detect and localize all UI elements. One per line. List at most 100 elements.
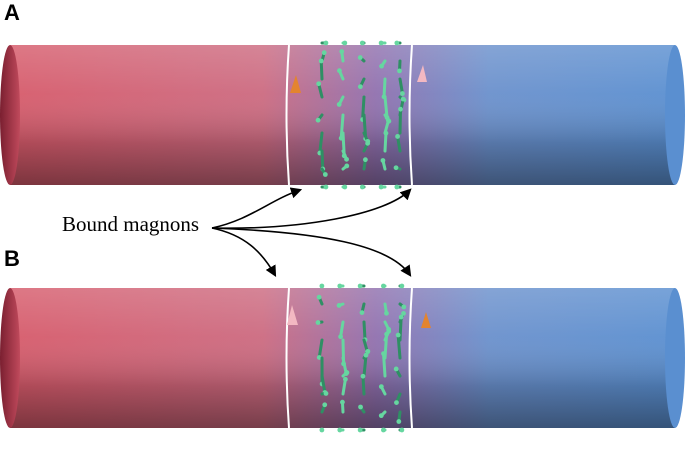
magnon-arrow-tip [315,117,321,123]
magnon-arrow-tip [337,283,343,289]
magnon-arrow-tip [359,40,365,46]
cylinder-a-end-cap [0,45,20,185]
magnon-arrow-tip [344,370,350,375]
magnon-arrow-tip [399,427,405,433]
magnon-arrow-tip [380,283,386,289]
magnon-arrow-tip [379,63,384,69]
magnon-arrow-tip [378,384,384,390]
cylinder-a-rings [285,44,427,186]
magnon-arrow-tip [400,91,405,96]
magnon-arrow-tip [401,310,406,316]
magnon-arrow-tip [380,427,386,433]
magnon-arrow-tip [340,399,345,405]
cone-a-left [290,75,301,93]
magnon-arrow-tip [378,40,384,46]
magnon-arrow-tip [365,140,371,146]
magnon-arrows-b [315,283,407,433]
magnon-arrow [318,131,324,155]
magnon-arrow-tip [322,402,328,408]
magnon-arrow-tip [395,332,401,338]
magnon-arrow [320,149,325,171]
magnon-arrow-tip [357,55,363,60]
magnon-arrow-tip [398,106,403,112]
magnon-arrow [382,77,387,99]
magnon-arrow-tip [384,310,389,316]
magnon-arrow-tip [344,156,349,162]
magnon-arrow-tip [359,310,365,315]
magnon-arrow-tip [319,427,325,433]
magnon-arrow-tip [363,352,369,358]
magnon-arrow-tip [344,163,350,169]
magnon-arrow-tip [315,320,321,325]
magnon-arrow-tip [342,40,348,46]
magnon-arrow [320,374,327,394]
magnon-arrow [317,338,324,359]
magnon-arrow-tip [357,84,363,90]
cone-a-right [417,65,427,82]
magnon-arrow-tip [362,157,368,163]
magnon-arrow-tip [393,366,399,372]
magnon-arrow-tip [323,184,329,190]
magnon-arrow-tip [395,134,400,139]
magnon-arrow-tip [342,376,348,382]
cone-b-left [287,305,298,325]
cone-b-right [421,312,431,328]
magnon-arrow-tip [360,373,366,379]
callout-arrow-a-right [211,188,412,229]
magnon-arrow-tip [323,40,329,46]
magnon-arrow-tip [316,355,322,360]
magnon-arrow-tip [338,334,344,340]
magnon-arrow-tip [322,172,328,177]
magnon-arrow [362,353,368,378]
magnon-arrow-tip [321,50,327,56]
panel-label-b: B [4,246,20,271]
magnon-arrow-tip [394,400,399,406]
magnon-arrow-tip [339,49,345,54]
ring-b-right [408,287,413,429]
magnon-arrow-tip [357,283,363,289]
magnon-arrow-tip [336,102,342,107]
magnon-arrow-tip [394,40,400,46]
magnon-arrow [398,315,403,342]
magnon-arrows-a [315,40,407,190]
magnon-arrow [382,352,387,378]
magnon-arrow [396,134,402,153]
magnon-arrow-tip [401,304,407,310]
magnon-arrow-tip [336,303,342,308]
magnon-arrow [361,374,366,396]
magnon-arrow-tip [378,413,384,419]
callout-arrow-b-left [211,227,277,277]
magnon-arrow-tip [316,81,322,87]
panel-label-a: A [4,0,20,25]
magnon-arrow [319,59,324,81]
magnon-arrow [362,320,367,342]
magnon-arrow-tip [400,96,406,102]
magnon-arrow-tip [380,158,386,163]
magnon-arrow-tip [384,331,390,337]
magnon-arrow [383,95,389,120]
magnon-arrow-tip [365,348,371,354]
magnon-arrow [396,333,402,360]
magnon-arrow-tip [337,68,342,74]
callout-arrow-a-left [211,187,303,229]
magnon-arrow-tip [318,58,324,64]
magnon-arrow-tip [394,184,400,190]
cylinder-b-rings [285,287,431,429]
magnon-arrow [339,320,345,339]
magnon-arrow-tip [316,294,322,300]
magnon-arrow-tip [342,184,348,190]
magnon-arrow-tip [399,283,405,289]
magnon-arrow-tip [386,118,391,123]
magnon-arrow [339,113,345,140]
callout-arrow-b-right [211,227,412,277]
magnon-arrow-tip [359,184,365,190]
ring-b-left [285,287,290,429]
magnon-arrow-tip [393,165,399,171]
magnon-arrow [341,377,347,396]
cylinder-b-end-cap [0,288,20,428]
callout-arrows [211,187,412,277]
ring-a-left [285,44,290,186]
magnon-arrow-tip [398,314,404,320]
magnon-arrow-tip [378,184,384,190]
